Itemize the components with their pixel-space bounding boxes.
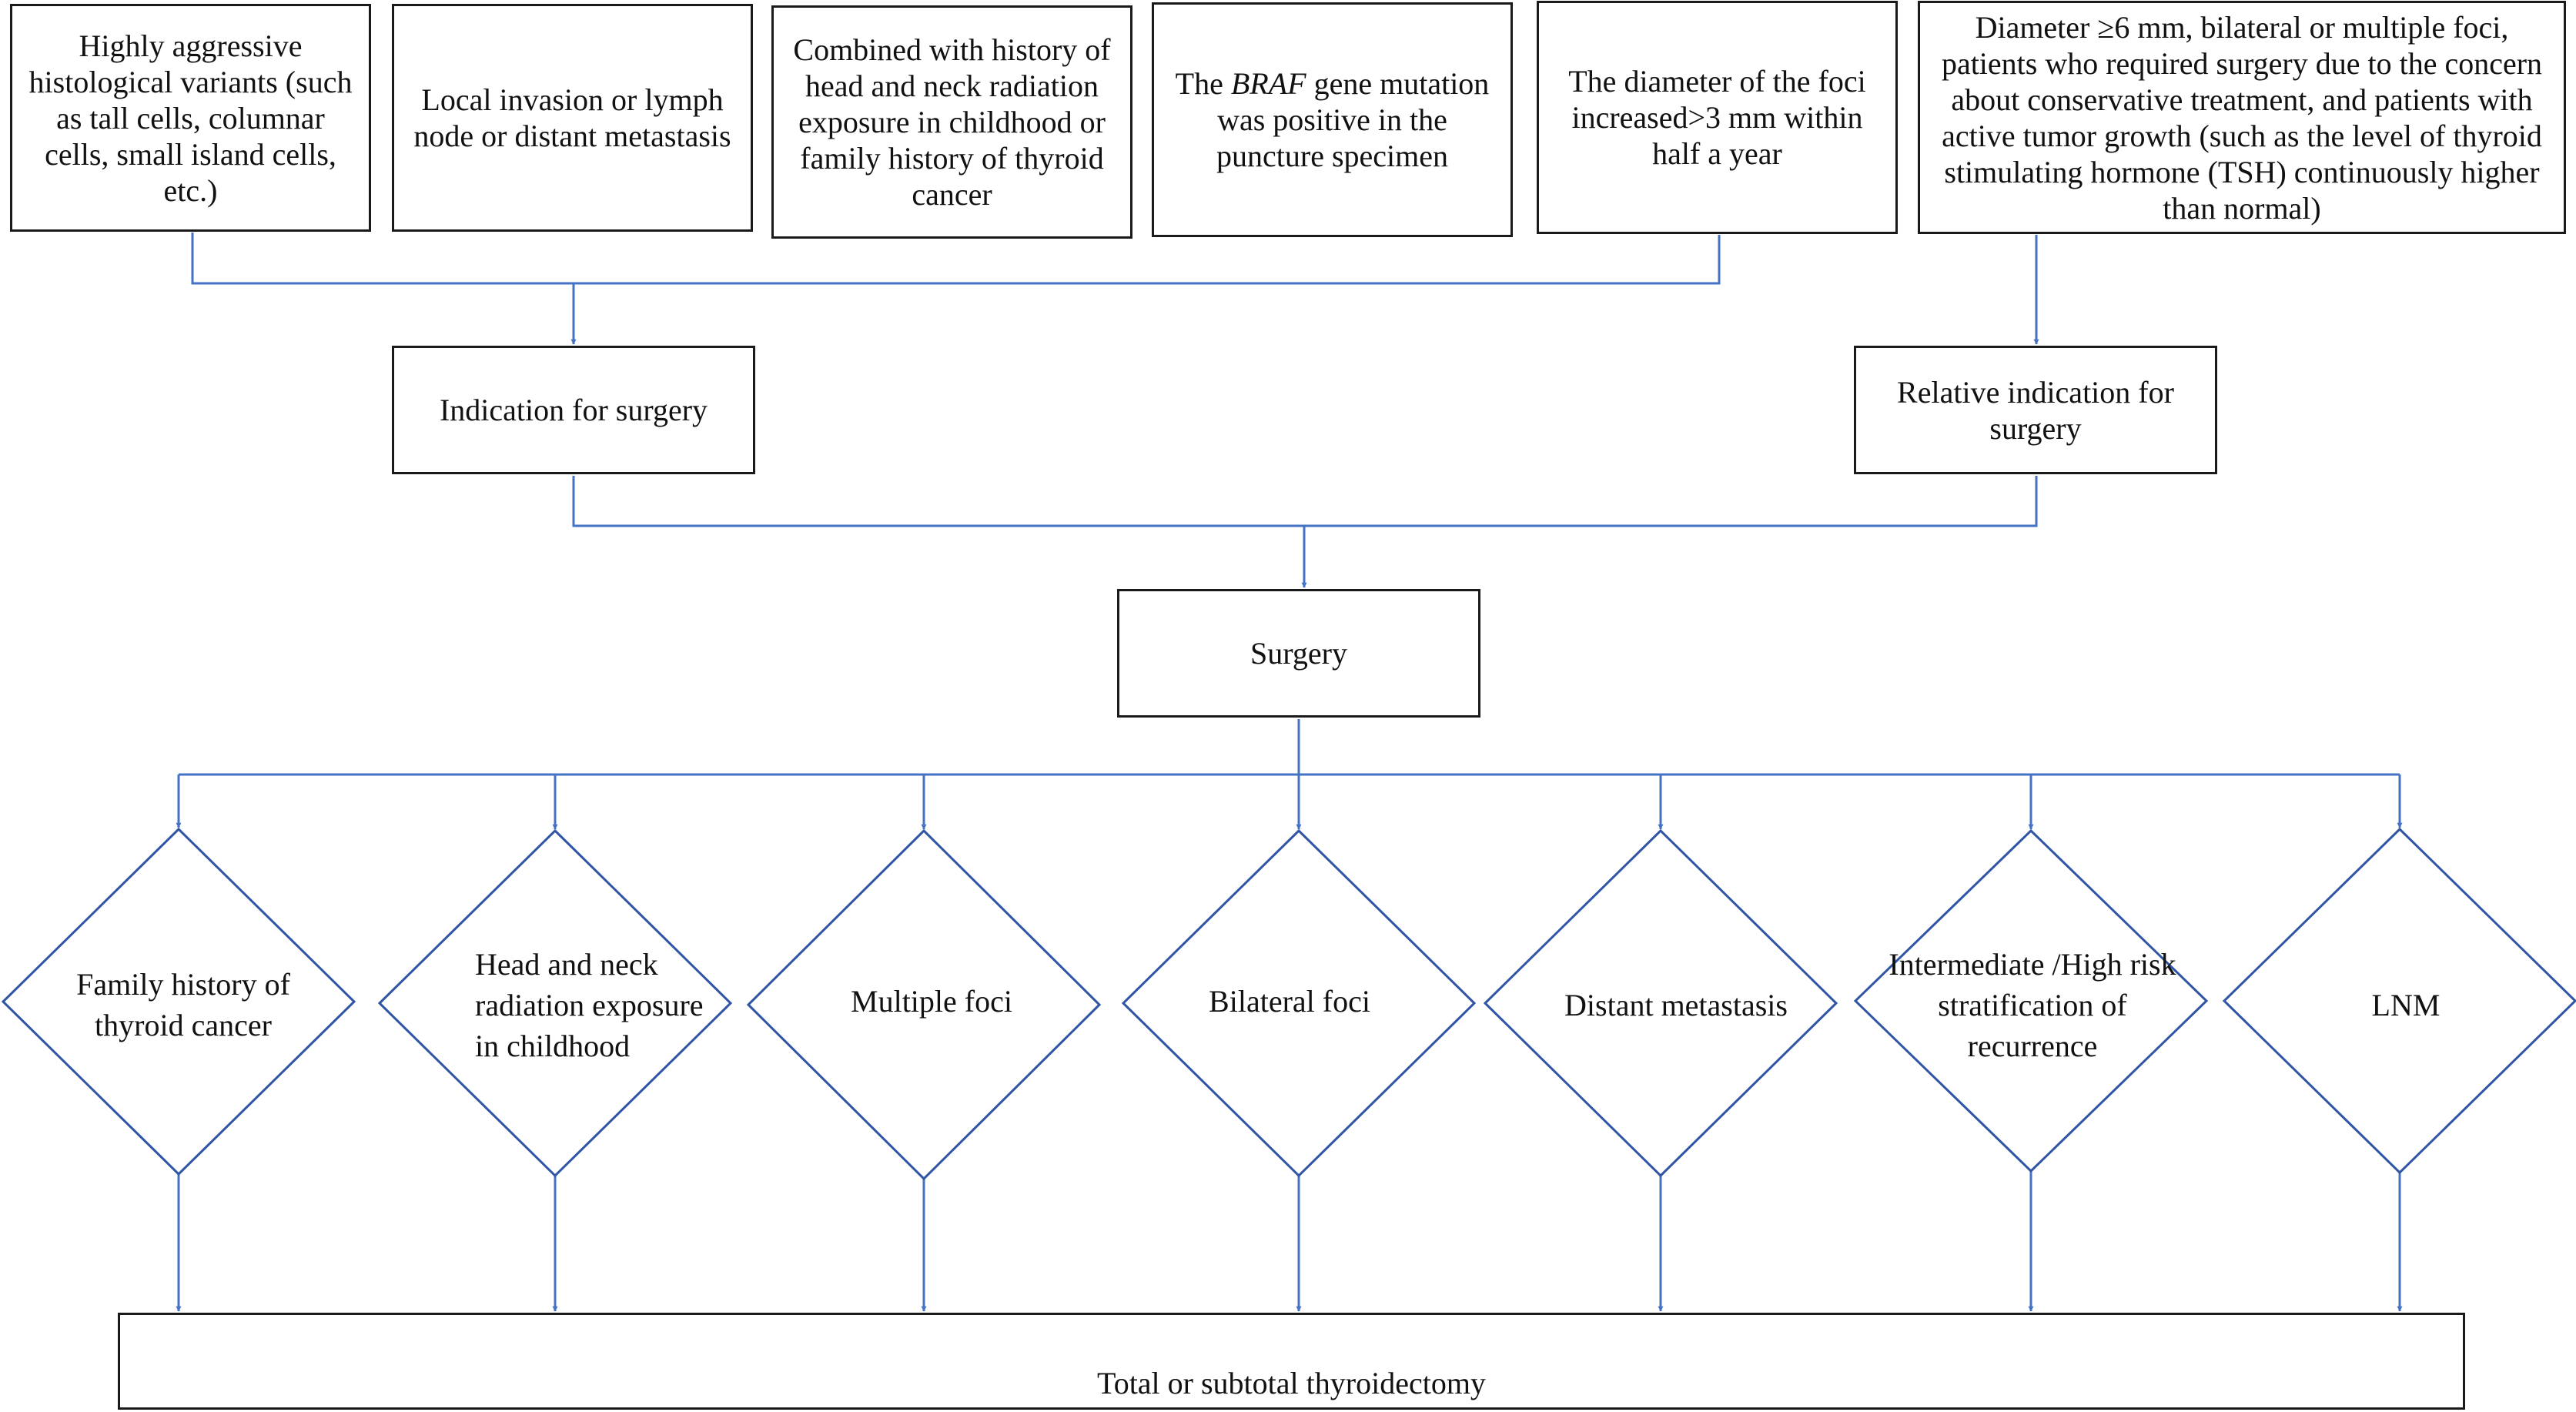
criteria-box-relative-criteria: Diameter ≥6 mm, bilateral or multiple fo… bbox=[1918, 1, 2566, 234]
outcome-label: Total or subtotal thyroidectomy bbox=[1097, 1366, 1486, 1400]
criteria-box-braf-mutation: The BRAF gene mutation was positive in t… bbox=[1152, 2, 1513, 237]
diamond-text-family-history: Family history of thyroid cancer bbox=[76, 967, 290, 1042]
criteria-box-radiation-family-history: Combined with history of head and neck r… bbox=[771, 5, 1132, 239]
criteria-box-diameter-increase: The diameter of the foci increased>3 mm … bbox=[1537, 1, 1898, 234]
diamond-text-multiple-foci: Multiple foci bbox=[851, 983, 1012, 1019]
relative-indication-box: Relative indication for surgery bbox=[1854, 346, 2217, 474]
criteria-text-diameter-increase: The diameter of the foci increased>3 mm … bbox=[1568, 64, 1866, 171]
diamond-family-history bbox=[1, 827, 356, 1176]
criteria-text-aggressive-variants: Highly aggressive histological variants … bbox=[28, 28, 353, 208]
diamond-label-lnm: LNM bbox=[2267, 885, 2544, 1124]
criteria-text-radiation-family-history: Combined with history of head and neck r… bbox=[793, 32, 1111, 212]
braf-text-post: gene mutation was positive in the punctu… bbox=[1216, 66, 1490, 173]
criteria-text-local-invasion: Local invasion or lymph node or distant … bbox=[413, 82, 731, 153]
diamond-label-risk-stratification: Intermediate /High risk stratification o… bbox=[1886, 885, 2179, 1124]
relative-indication-label: Relative indication for surgery bbox=[1897, 374, 2174, 446]
surgery-box: Surgery bbox=[1117, 589, 1480, 718]
diamond-lnm bbox=[2222, 827, 2576, 1175]
diamond-bilateral-foci bbox=[1121, 828, 1477, 1178]
diamond-label-family-history: Family history of thyroid cancer bbox=[72, 885, 295, 1124]
outcome-box: Total or subtotal thyroidectomy bbox=[118, 1313, 2465, 1410]
bracket-indications bbox=[572, 476, 2038, 527]
bracket-top-criteria bbox=[191, 233, 1721, 285]
diamond-text-distant-metastasis: Distant metastasis bbox=[1564, 987, 1788, 1022]
diamond-label-radiation-exposure: Head and neck radiation exposure in chil… bbox=[475, 885, 706, 1124]
diamond-multiple-foci bbox=[746, 828, 1102, 1181]
diamond-label-bilateral-foci: Bilateral foci bbox=[1159, 885, 1420, 1116]
diamond-risk-stratification bbox=[1853, 828, 2209, 1173]
criteria-box-local-invasion: Local invasion or lymph node or distant … bbox=[392, 4, 753, 232]
criteria-text-relative-criteria: Diameter ≥6 mm, bilateral or multiple fo… bbox=[1941, 9, 2543, 226]
diamond-text-radiation-exposure: Head and neck radiation exposure in chil… bbox=[475, 946, 704, 1063]
surgery-label: Surgery bbox=[1250, 636, 1347, 671]
braf-gene-name: BRAF bbox=[1230, 66, 1306, 101]
diamond-text-bilateral-foci: Bilateral foci bbox=[1209, 983, 1370, 1019]
criteria-box-aggressive-variants: Highly aggressive histological variants … bbox=[10, 4, 371, 232]
diamond-label-distant-metastasis: Distant metastasis bbox=[1530, 885, 1822, 1124]
diamond-label-multiple-foci: Multiple foci bbox=[801, 885, 1062, 1116]
diamond-radiation-exposure bbox=[377, 828, 733, 1178]
criteria-text-braf-mutation: The BRAF gene mutation was positive in t… bbox=[1165, 65, 1500, 174]
braf-text-pre: The bbox=[1175, 66, 1231, 101]
diamond-distant-metastasis bbox=[1483, 828, 1838, 1178]
indication-for-surgery-label: Indication for surgery bbox=[439, 393, 708, 427]
indication-for-surgery-box: Indication for surgery bbox=[392, 346, 755, 474]
diamond-text-lnm: LNM bbox=[2371, 987, 2441, 1022]
diamond-text-risk-stratification: Intermediate /High risk stratification o… bbox=[1889, 946, 2176, 1063]
